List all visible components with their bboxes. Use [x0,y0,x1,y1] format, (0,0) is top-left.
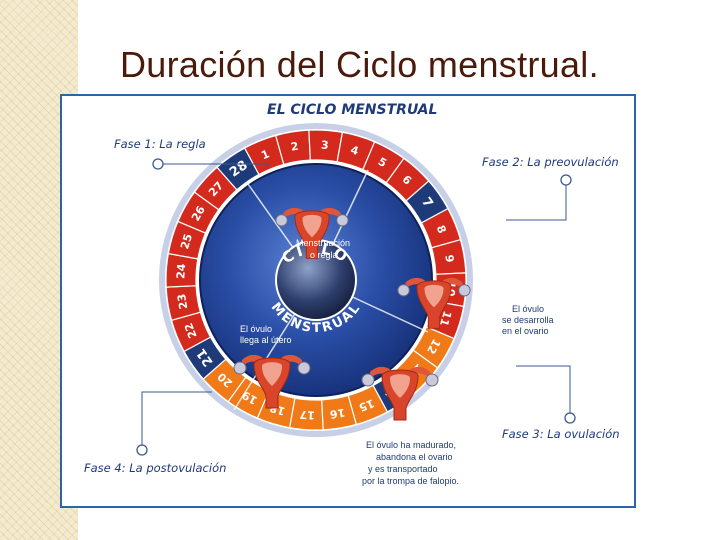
day-number: 24 [174,263,188,279]
annotation-ovum-matured-2: abandona el ovario [376,452,453,462]
cycle-diagram: EL CICLO MENSTRUAL 123456789101112131415… [62,96,634,506]
day-number: 3 [321,139,329,152]
annotation-ovum-matured-1: El óvulo ha madurado, [366,440,456,450]
annotation-ovum-develops-2: se desarrolla [502,315,554,325]
phase-label-4: Fase 4: La postovulación [84,461,226,475]
phase-marker-2 [561,175,571,185]
phase-label-2: Fase 2: La preovulación [482,155,619,169]
annotation-ovum-matured-3: y es transportado [368,464,438,474]
day-number: 16 [329,406,347,421]
annotation-ovum-develops-3: en el ovario [502,326,549,336]
day-number: 17 [299,408,315,422]
annotation-menstruation-1: Menstruación [296,238,350,248]
annotation-menstruation-2: o regla [310,250,338,260]
diagram-heading: EL CICLO MENSTRUAL [267,102,437,118]
annotation-ovum-matured-4: por la trompa de falopio. [362,476,459,486]
annotation-ovum-uterus-2: llega al útero [240,335,292,345]
menstrual-cycle-figure: EL CICLO MENSTRUAL 123456789101112131415… [60,94,636,508]
matured-annotation: El óvulo ha madurado, abandona el ovario… [362,440,459,486]
phase-label-3: Fase 3: La ovulación [502,427,620,441]
slide-title: Duración del Ciclo menstrual. [120,44,599,86]
annotation-ovum-develops-1: El óvulo [512,304,544,314]
day-number: 23 [175,293,190,310]
phase-label-1: Fase 1: La regla [114,137,206,151]
phase-marker-4 [137,445,147,455]
annotation-ovum-uterus-1: El óvulo [240,324,272,334]
phase-marker-3 [565,413,575,423]
phase-marker-1 [153,159,163,169]
